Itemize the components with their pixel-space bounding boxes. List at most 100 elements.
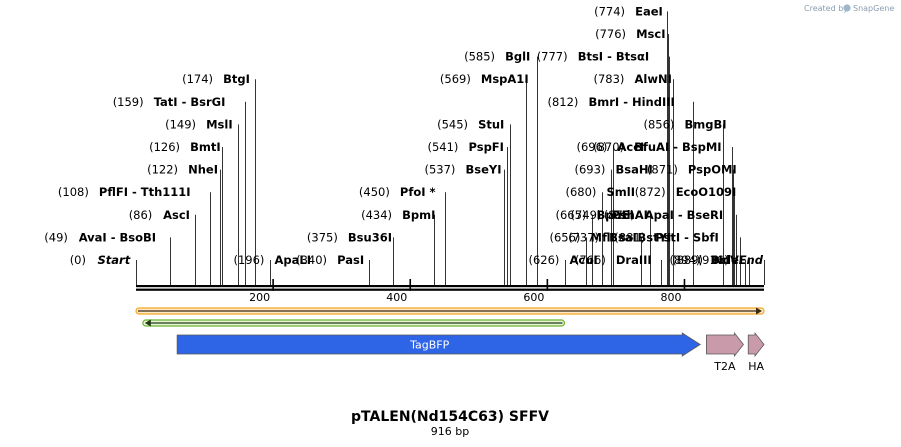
site-40: (894)BclVI [670, 253, 750, 285]
site-30: (777)BtsI - BtsαI [537, 50, 670, 285]
site-position: (812) [548, 95, 579, 109]
site-position: (696) [577, 140, 608, 154]
site-name: BfuAI - BspMI [634, 140, 721, 154]
site-19: (626) AcuI [529, 253, 598, 285]
site-name: PstI - SbfI [655, 230, 718, 244]
site-position: (737) [568, 230, 599, 244]
site-9: (196)ApaLI [234, 253, 312, 285]
feature-tagbfp: TagBFP [176, 332, 701, 357]
site-position: (656) [550, 230, 581, 244]
site-position: (766) [575, 253, 606, 267]
site-name: BtgI [223, 72, 250, 86]
site-23: (693)BsaHI [575, 163, 653, 285]
site-position: (174) [182, 72, 213, 86]
site-position: (149) [165, 117, 196, 131]
backbone-bottom-strand [136, 288, 764, 291]
site-position: (0) [70, 253, 86, 267]
credit-prefix: Created by [804, 4, 848, 13]
site-name: NheI [188, 163, 218, 177]
site-position: (434) [361, 208, 392, 222]
site-0: (0)Start [70, 253, 137, 285]
site-15: (541) PspFI [428, 140, 508, 285]
plasmid-title: pTALEN(Nd154C63) SFFV [351, 409, 549, 425]
site-name: BseYI [466, 163, 502, 177]
site-name: SmlI [607, 185, 636, 199]
site-name: TatI - BsrGI [154, 95, 226, 109]
site-16: (545)StuI [437, 117, 511, 285]
site-name: EcoO109I [676, 185, 737, 199]
site-name: BsaHI [616, 163, 653, 177]
green-strand-arrowhead [144, 319, 151, 327]
site-2: (86) AscI [129, 208, 196, 285]
site-name: DraIII [616, 253, 652, 267]
site-name: PflFI - Tth111I [99, 185, 191, 199]
site-name: MspA1I [481, 72, 529, 86]
site-name: PasI [337, 253, 364, 267]
feature-t2a: T2A [706, 331, 744, 373]
site-position: (776) [595, 27, 626, 41]
site-17: (569) MspA1I [440, 72, 529, 285]
site-position: (108) [58, 185, 89, 199]
site-36: (872)EcoO109I [635, 185, 737, 285]
site-position: (875) [604, 208, 635, 222]
site-name: ApaLI [275, 253, 312, 267]
site-name: AvaI - BsoBI [79, 230, 156, 244]
site-name: BmtI [190, 140, 221, 154]
site-position: (774) [594, 4, 625, 18]
site-20: (656)MflI * - BstYI [550, 230, 671, 285]
site-position: (585) [464, 50, 495, 64]
site-position: (541) [428, 140, 459, 154]
feature-ha: HA [747, 331, 765, 373]
site-name: StuI [478, 117, 504, 131]
site-position: (626) [529, 253, 560, 267]
sequence-backbone [136, 285, 764, 291]
site-41: (916)End [698, 253, 765, 285]
site-3: (108) PflFI - Tth111I [58, 185, 211, 285]
site-name: PspFI [469, 140, 504, 154]
site-name: MscI [636, 27, 665, 41]
site-26: (749) PshAI [571, 208, 651, 285]
site-name: AcuI [570, 253, 598, 267]
site-27: (766) DraIII [575, 253, 662, 285]
site-position: (749) [571, 208, 602, 222]
tick-label: 200 [249, 291, 270, 304]
site-position: (856) [644, 117, 675, 131]
site-name: EaeI [635, 4, 663, 18]
site-name: NdeI [713, 253, 743, 267]
site-31: (783)AlwNI [594, 72, 674, 285]
site-name: PshAI [612, 208, 648, 222]
restriction-sites: (0)Start(49)AvaI - BsoBI(86)AscI(108)Pfl… [44, 4, 765, 285]
site-position: (122) [147, 163, 178, 177]
site-position: (159) [113, 95, 144, 109]
site-name: BtsI - BtsαI [578, 50, 649, 64]
site-33: (856)BmgBI [644, 117, 727, 285]
site-position: (894) [670, 253, 701, 267]
feature-arrow [747, 331, 765, 358]
site-13: (450)PfoI * [359, 185, 446, 285]
site-34: (870)BfuAI - BspMI [593, 140, 733, 285]
site-name: AccI [618, 140, 645, 154]
site-name: BpuEI [597, 208, 634, 222]
site-8: (174) BtgI [182, 72, 256, 285]
site-position: (680) [566, 185, 597, 199]
site-name: PfoI * [400, 185, 436, 199]
site-6: (149)MslI [165, 117, 239, 285]
site-position: (86) [129, 208, 153, 222]
site-29: (776) MscI [595, 27, 669, 285]
feature-label: TagBFP [409, 339, 449, 352]
site-name: BglI [505, 50, 530, 64]
feature-arrow [176, 332, 701, 357]
site-24: (696) AccI [577, 140, 645, 285]
site-28: (774) EaeI [594, 4, 668, 285]
site-18: (585) BglI [464, 50, 538, 285]
site-25: (737)BsaI [568, 230, 642, 285]
site-position: (916) [698, 253, 729, 267]
site-name: ApaI - BseRI [645, 208, 724, 222]
site-name: AscI [163, 208, 190, 222]
snapgene-credit: Created by SnapGene [804, 4, 894, 13]
site-position: (569) [440, 72, 471, 86]
site-position: (881) [614, 230, 645, 244]
site-position: (783) [594, 72, 625, 86]
